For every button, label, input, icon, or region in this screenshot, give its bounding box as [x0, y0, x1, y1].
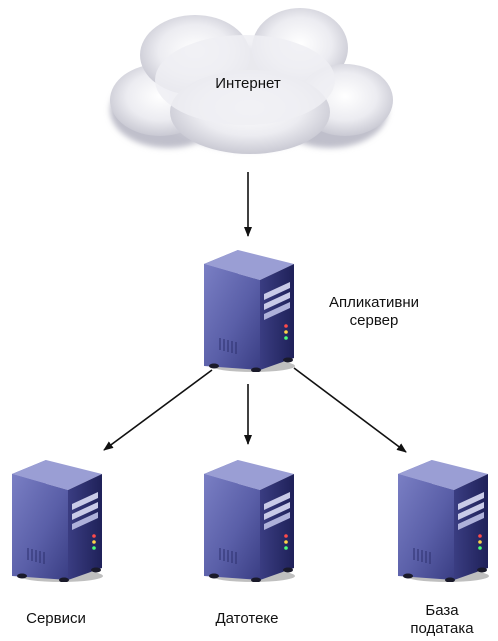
internet-label: Интернет — [215, 75, 281, 92]
arrow-server-to-database — [293, 367, 407, 453]
server-icon — [397, 459, 490, 582]
server-icon — [203, 459, 296, 582]
server-icon — [11, 459, 104, 582]
cloud-icon — [110, 8, 393, 154]
arrow-server-to-services — [103, 369, 213, 451]
app-server-label: Апликативни сервер — [328, 294, 420, 329]
files-label: Датотеке — [215, 610, 279, 627]
server-icon — [203, 249, 296, 372]
services-label: Сервиси — [26, 610, 86, 627]
database-label: База података — [410, 602, 474, 637]
